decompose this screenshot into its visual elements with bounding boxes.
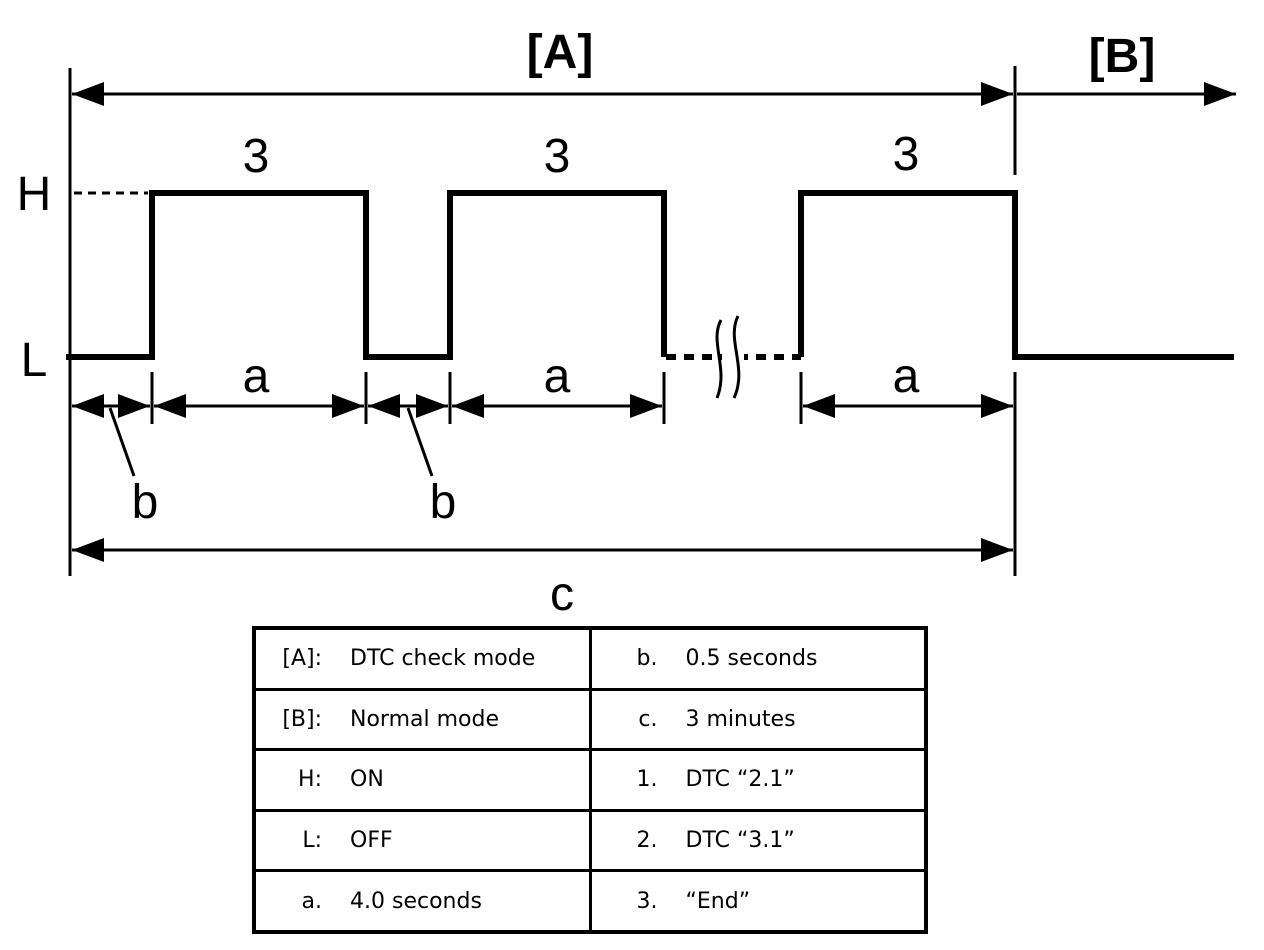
pulse-label-1: 3 — [243, 130, 270, 183]
legend-cell: a. 4.0 seconds — [252, 869, 592, 934]
legend-cell: b. 0.5 seconds — [588, 626, 928, 691]
legend-row: a. 4.0 seconds 3. “End” — [252, 869, 928, 934]
timing-diagram: [A] [B] H L 3 3 3 a a a b b c — [17, 26, 1236, 620]
legend-cell: H: ON — [252, 748, 592, 812]
legend-key: b. — [636, 646, 658, 672]
legend-key: c. — [638, 706, 658, 732]
legend-cell: 2. DTC “3.1” — [588, 808, 928, 873]
legend-cell: 1. DTC “2.1” — [588, 748, 928, 812]
signal-waveform-part1 — [66, 190, 667, 360]
duration-b-label-1: b — [132, 476, 159, 529]
section-b-label: [B] — [1089, 30, 1156, 83]
break-mark-left — [715, 319, 723, 399]
legend-value: 3 minutes — [685, 706, 796, 732]
legend-key: L: — [302, 828, 322, 854]
level-low-label: L — [21, 334, 48, 387]
legend-table: [A]: DTC check mode b. 0.5 seconds [B]: … — [252, 626, 928, 934]
legend-cell: c. 3 minutes — [588, 687, 928, 752]
legend-value: OFF — [350, 828, 393, 854]
legend-row: H: ON 1. DTC “2.1” — [252, 748, 928, 812]
legend-value: 0.5 seconds — [685, 646, 818, 672]
section-a-label: [A] — [527, 26, 594, 79]
pulse-label-3: 3 — [893, 128, 920, 181]
legend-key: 1. — [636, 767, 658, 793]
legend-key: [A]: — [282, 646, 322, 672]
legend-key: 3. — [636, 888, 658, 914]
break-gap — [722, 340, 744, 374]
legend-value: 4.0 seconds — [350, 888, 482, 914]
duration-b-label-2: b — [430, 476, 457, 529]
pulse-label-2: 3 — [544, 130, 571, 183]
legend-cell: L: OFF — [252, 808, 592, 873]
legend-row: [B]: Normal mode c. 3 minutes — [252, 687, 928, 752]
legend-key: a. — [301, 888, 322, 914]
legend-value: Normal mode — [350, 706, 499, 732]
legend-value: DTC check mode — [350, 646, 536, 672]
duration-a-label-2: a — [544, 350, 571, 403]
legend-key: H: — [298, 767, 322, 793]
legend-key: 2. — [636, 828, 658, 854]
legend-value: DTC “3.1” — [685, 828, 795, 854]
level-high-label: H — [17, 168, 52, 221]
legend-key: [B]: — [282, 706, 322, 732]
break-mark-right — [732, 315, 741, 399]
duration-a-label-3: a — [893, 350, 920, 403]
legend-cell: 3. “End” — [588, 869, 928, 934]
legend-row: L: OFF 2. DTC “3.1” — [252, 808, 928, 873]
legend-cell: [B]: Normal mode — [252, 687, 592, 752]
legend-value: DTC “2.1” — [685, 767, 795, 793]
duration-a-label-1: a — [243, 350, 270, 403]
legend-row: [A]: DTC check mode b. 0.5 seconds — [252, 626, 928, 691]
legend-value: “End” — [685, 888, 751, 914]
legend-cell: [A]: DTC check mode — [252, 626, 592, 691]
duration-b-leader-2 — [406, 407, 434, 477]
legend-value: ON — [350, 767, 384, 793]
total-duration-label: c — [550, 568, 574, 620]
duration-b-leader-1 — [108, 407, 136, 477]
signal-waveform-part2 — [798, 190, 1234, 360]
